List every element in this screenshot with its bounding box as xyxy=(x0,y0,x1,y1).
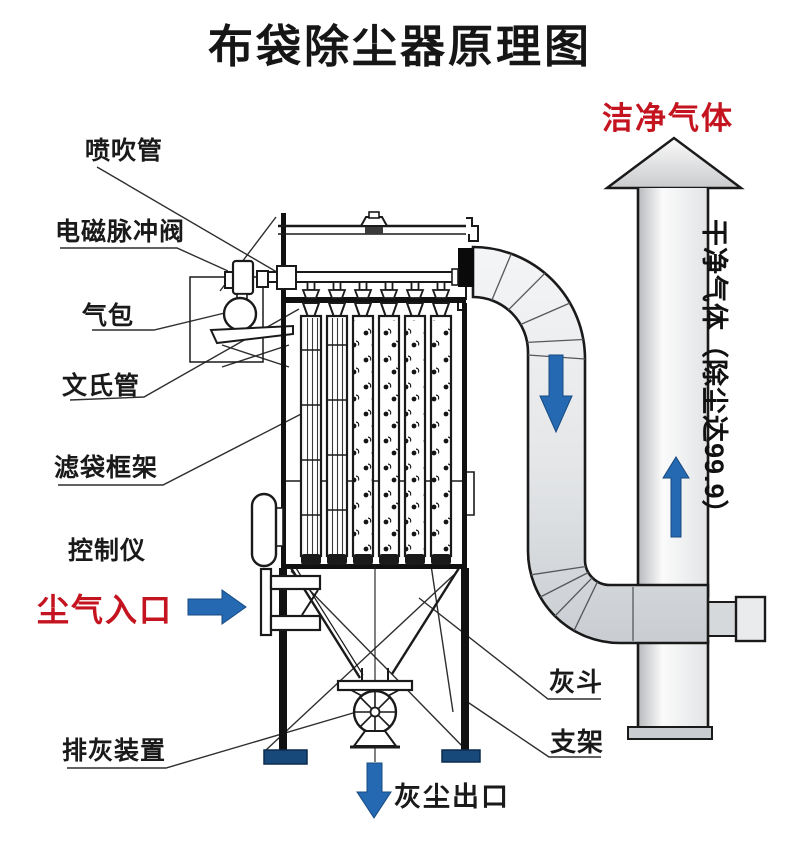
label-filter-bag-frame: 滤袋框架 xyxy=(54,454,159,482)
casing-bottom xyxy=(281,564,467,569)
bag-with-cage-frame xyxy=(299,314,349,558)
support-leg-right xyxy=(461,568,469,752)
inlet-duct xyxy=(259,567,322,637)
rotary-valve xyxy=(336,679,414,749)
chimney-cone xyxy=(603,136,745,190)
foot-pad-left xyxy=(263,749,308,765)
pipe-junction xyxy=(276,265,297,290)
tube-sheet xyxy=(281,297,466,303)
chimney-stack xyxy=(638,188,708,728)
label-ash-hopper: 灰斗 xyxy=(549,667,604,697)
label-ash-discharge: 排灰装置 xyxy=(62,737,167,765)
outlet-down-flow-arrow-icon xyxy=(356,762,392,819)
label-clean-gas-stack: 干净气体（除尘达99.9） xyxy=(699,219,729,528)
stack-up-flow-arrow-icon xyxy=(662,456,690,538)
label-controller: 控制仪 xyxy=(68,537,147,565)
chimney xyxy=(603,136,767,740)
foot-pad-right xyxy=(441,749,481,763)
spray-nozzles xyxy=(301,281,451,299)
venturi-tubes xyxy=(301,302,451,318)
header-handle xyxy=(359,216,389,227)
casing-right-wall xyxy=(462,303,467,568)
outlet-opening xyxy=(458,248,474,287)
support-leg-left xyxy=(279,568,287,752)
side-stub-cap xyxy=(734,595,767,643)
label-dust-inlet: 尘气入口 xyxy=(37,592,174,628)
leader-lines xyxy=(58,166,601,769)
label-air-bag: 气包 xyxy=(82,302,135,330)
bag-dust-laden xyxy=(351,314,453,558)
flow-arrows xyxy=(187,354,690,819)
controller-box xyxy=(250,492,284,568)
pulse-valve-body xyxy=(231,259,255,296)
inlet-right-flow-arrow-icon xyxy=(187,589,247,625)
header-right-flange xyxy=(466,217,479,242)
label-support: 支架 xyxy=(550,727,605,757)
label-clean-gas: 洁净气体 xyxy=(602,101,734,136)
side-stub xyxy=(707,601,737,637)
hopper-right-slope xyxy=(390,567,461,675)
air-bag-shelf xyxy=(209,324,294,345)
page-title: 布袋除尘器原理图 xyxy=(207,21,592,72)
casing-left-wall xyxy=(281,299,286,568)
bag-bottom-caps xyxy=(301,554,451,565)
label-venturi: 文氏管 xyxy=(62,372,141,400)
hopper-and-discharge xyxy=(263,565,481,765)
label-dust-outlet: 灰尘出口 xyxy=(394,782,510,812)
air-bag-tank xyxy=(222,296,258,332)
label-pulse-valve: 电磁脉冲阀 xyxy=(55,218,186,246)
duct-down-flow-arrow-icon xyxy=(539,354,573,434)
chimney-base xyxy=(627,726,713,740)
pulse-valve-assembly xyxy=(189,259,297,363)
bag-chamber xyxy=(281,281,475,569)
label-blow-pipe: 喷吹管 xyxy=(85,137,164,165)
filter-bags xyxy=(299,281,453,565)
